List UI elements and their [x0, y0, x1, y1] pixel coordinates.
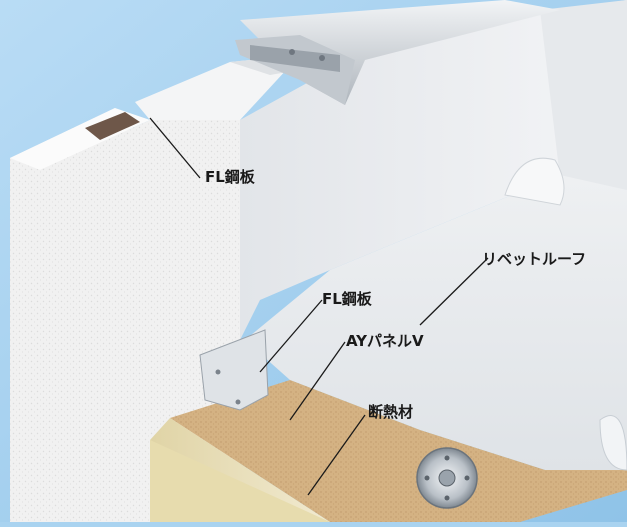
leader-fl-steel-bottom — [259, 299, 323, 373]
coping-screw — [319, 55, 325, 61]
label-fl-steel-bottom: FL鋼板 — [322, 290, 372, 308]
label-fl-steel-top: FL鋼板 — [205, 168, 255, 186]
coping-screw — [289, 49, 295, 55]
washer-hole — [444, 495, 450, 501]
bracket-screw — [235, 399, 241, 405]
bracket-screw — [215, 369, 221, 375]
washer-hole — [424, 475, 430, 481]
leader-ay-panel — [289, 341, 346, 421]
coping-bracket — [250, 45, 340, 72]
steel-angle-bracket — [199, 329, 269, 411]
leader-lines — [149, 117, 489, 496]
leader-rivet-roof — [419, 257, 489, 326]
anchor-strap — [85, 112, 140, 140]
label-rivet-roof: リベットルーフ — [482, 250, 587, 268]
label-ay-panel: AYパネルV — [346, 332, 424, 350]
washer-hole — [464, 475, 470, 481]
washer-hole — [444, 455, 450, 461]
inner-wall-corner — [540, 0, 627, 200]
insulation-layer — [150, 440, 330, 522]
corner-cone — [504, 157, 565, 206]
leader-fl-steel-top — [149, 117, 201, 179]
fixing-washer-center — [438, 469, 456, 487]
label-insulation: 断熱材 — [368, 403, 414, 421]
membrane-floor — [245, 175, 627, 470]
ay-panel-layer — [170, 380, 627, 522]
leader-insulation — [307, 414, 366, 496]
